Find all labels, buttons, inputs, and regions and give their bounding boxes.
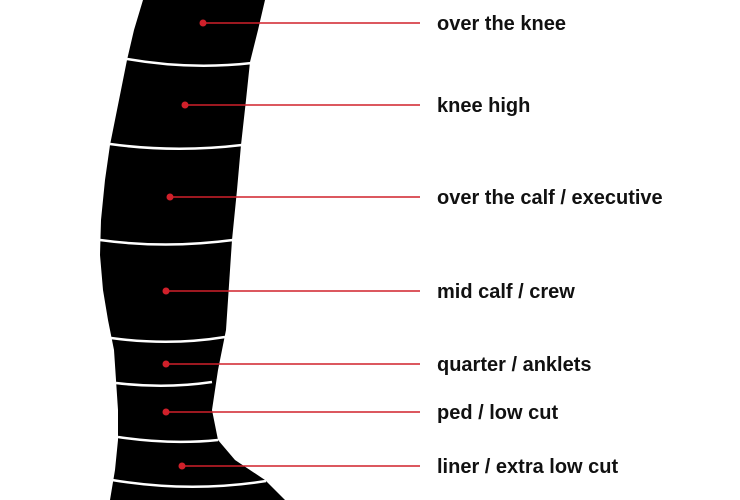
leader-dot-over-the-knee xyxy=(199,19,207,27)
leader-dots xyxy=(162,19,207,470)
label-knee-high: knee high xyxy=(437,95,530,117)
label-liner: liner / extra low cut xyxy=(437,456,619,478)
leg-silhouette xyxy=(100,0,285,500)
band-dividers xyxy=(99,57,267,489)
leader-dot-knee-high xyxy=(181,101,189,109)
leader-dot-quarter xyxy=(162,360,170,368)
band-divider-mid-calf xyxy=(110,335,226,344)
height-labels: over the knee knee high over the calf / … xyxy=(437,13,663,478)
label-over-the-knee: over the knee xyxy=(437,13,566,35)
band-divider-ped xyxy=(117,435,219,444)
leader-dot-ped xyxy=(162,408,170,416)
label-mid-calf: mid calf / crew xyxy=(437,281,575,303)
band-divider-over-knee xyxy=(126,57,253,67)
leader-dot-mid-calf xyxy=(162,287,170,295)
leader-dot-over-the-calf xyxy=(166,193,174,201)
leader-lines xyxy=(166,22,420,467)
label-over-the-calf: over the calf / executive xyxy=(437,187,663,209)
label-ped: ped / low cut xyxy=(437,402,558,424)
band-divider-over-calf xyxy=(99,238,234,246)
label-quarter: quarter / anklets xyxy=(437,354,592,376)
band-divider-knee-high xyxy=(109,142,243,150)
leader-dot-liner xyxy=(178,462,186,470)
band-divider-quarter xyxy=(115,380,213,387)
band-divider-liner xyxy=(111,478,267,489)
